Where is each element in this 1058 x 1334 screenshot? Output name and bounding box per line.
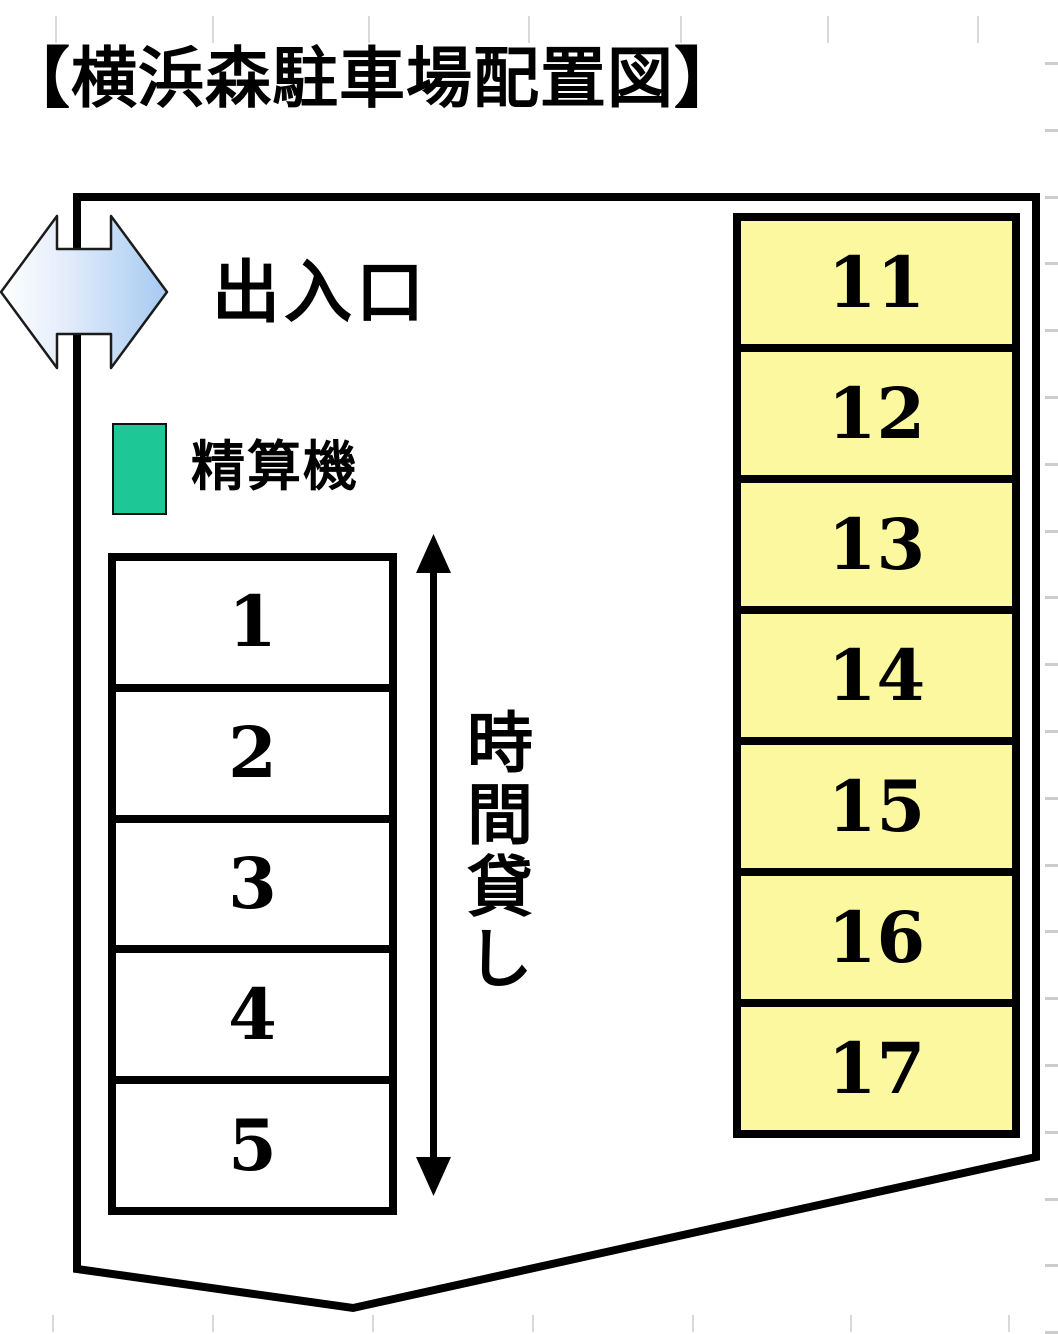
grid-artifact-mark	[1045, 62, 1058, 65]
parking-space-12: 12	[741, 344, 1012, 475]
parking-space-3: 3	[116, 814, 389, 946]
grid-artifact-mark	[1045, 396, 1058, 399]
payment-machine-label: 精算機	[191, 435, 359, 498]
parking-space-number: 3	[228, 841, 277, 925]
grid-artifact-mark	[1045, 1198, 1058, 1201]
hourly-rental-label: 時間貸し	[456, 708, 533, 996]
grid-artifact-mark	[1045, 930, 1058, 933]
parking-space-number: 11	[827, 240, 926, 324]
parking-space-number: 17	[827, 1026, 926, 1110]
parking-space-14: 14	[741, 606, 1012, 737]
parking-space-15: 15	[741, 737, 1012, 868]
grid-artifact-mark	[1045, 262, 1058, 265]
parking-space-16: 16	[741, 868, 1012, 999]
parking-space-number: 5	[228, 1103, 277, 1187]
grid-artifact-mark	[827, 16, 829, 43]
parking-space-number: 13	[827, 502, 926, 586]
grid-artifact-mark	[528, 16, 530, 43]
grid-artifact-mark	[55, 16, 57, 43]
page-title: 【横浜森駐車場配置図】	[4, 40, 741, 117]
parking-space-number: 14	[827, 633, 926, 717]
entrance-double-arrow-icon	[0, 214, 169, 370]
parking-space-number: 1	[228, 580, 277, 664]
parking-space-2: 2	[116, 683, 389, 815]
grid-artifact-mark	[1008, 1315, 1010, 1332]
lot-boundary	[73, 193, 1040, 1313]
parking-space-11: 11	[741, 221, 1012, 344]
grid-artifact-mark	[1045, 463, 1058, 466]
parking-space-number: 15	[827, 764, 926, 848]
parking-space-13: 13	[741, 475, 1012, 606]
grid-artifact-mark	[368, 16, 370, 43]
grid-artifact-mark	[1045, 1331, 1058, 1334]
grid-artifact-mark	[1045, 864, 1058, 867]
grid-artifact-mark	[692, 1315, 694, 1332]
hourly-range-arrow-icon	[416, 534, 451, 1196]
parking-space-5: 5	[116, 1076, 389, 1207]
parking-space-number: 16	[827, 895, 926, 979]
grid-artifact-mark	[1045, 1131, 1058, 1134]
grid-artifact-mark	[850, 1315, 852, 1332]
grid-artifact-mark	[212, 16, 214, 43]
numbered-parking-column: 11 12 13 14 15 16 17	[733, 213, 1020, 1138]
grid-artifact-mark	[1045, 1064, 1058, 1067]
payment-machine-box	[112, 423, 167, 515]
grid-artifact-mark	[1045, 730, 1058, 733]
grid-artifact-mark	[1045, 997, 1058, 1000]
grid-artifact-mark	[212, 1315, 214, 1332]
entrance-label: 出入口	[212, 254, 429, 333]
grid-artifact-mark	[977, 16, 979, 43]
grid-artifact-mark	[1045, 196, 1058, 199]
parking-space-1: 1	[116, 561, 389, 684]
grid-artifact-mark	[372, 1315, 374, 1332]
grid-artifact-mark	[532, 1315, 534, 1332]
grid-artifact-mark	[1045, 596, 1058, 599]
grid-artifact-mark	[1045, 797, 1058, 800]
parking-space-number: 2	[228, 711, 277, 795]
parking-space-4: 4	[116, 945, 389, 1077]
grid-artifact-mark	[680, 16, 682, 43]
parking-space-number: 4	[228, 972, 277, 1056]
grid-artifact-mark	[1045, 1264, 1058, 1267]
grid-artifact-mark	[52, 1315, 54, 1332]
parking-space-17: 17	[741, 999, 1012, 1130]
grid-artifact-mark	[1045, 530, 1058, 533]
grid-artifact-mark	[1045, 129, 1058, 132]
hourly-parking-column: 1 2 3 4 5	[108, 553, 397, 1215]
grid-artifact-mark	[1045, 663, 1058, 666]
parking-space-number: 12	[827, 371, 926, 455]
grid-artifact-mark	[1045, 329, 1058, 332]
